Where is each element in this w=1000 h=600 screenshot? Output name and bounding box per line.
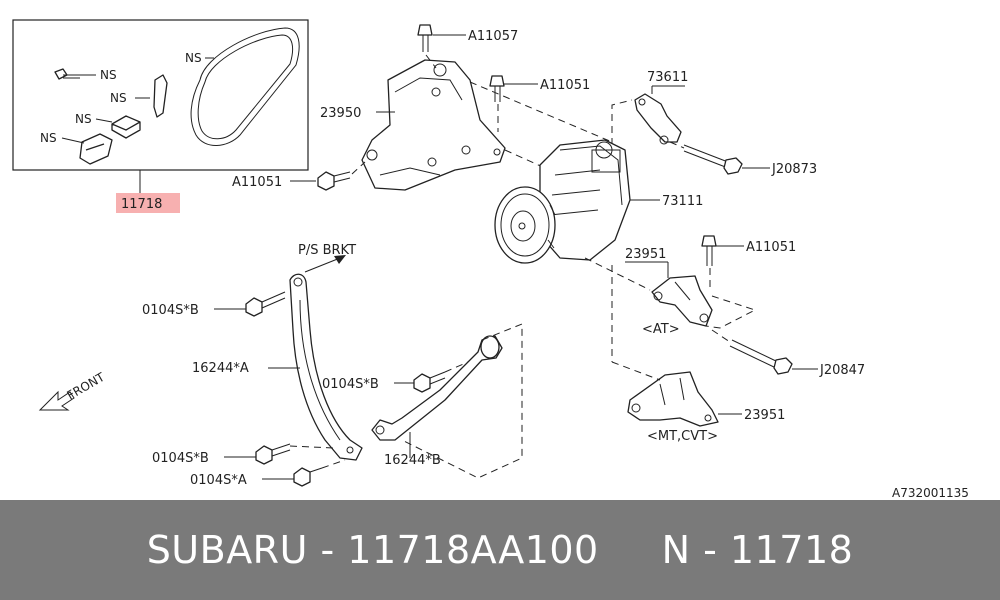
bolt-a11057-drawing: [417, 24, 433, 52]
bracket-23951-mt-drawing: [627, 371, 719, 427]
compressor-73111-label: 73111: [662, 194, 703, 209]
bracket-23950-label: 23950: [320, 106, 361, 121]
variant-at-label: <AT>: [642, 322, 680, 337]
bolt-0104sb-lower-drawing: [255, 443, 291, 465]
variant-mt-label: <MT,CVT>: [647, 429, 718, 444]
rod-16244a-label: 16244*A: [192, 361, 249, 376]
bracket-23950-drawing: [361, 59, 506, 191]
sensor-73611-label: 73611: [647, 70, 688, 85]
rod-16244b-drawing: [371, 335, 503, 441]
bolt-a11051-mid-label: A11051: [540, 78, 590, 93]
rod-16244a-drawing: [289, 273, 363, 461]
bracket-23951-at-drawing: [651, 275, 713, 327]
kit-ns-belt-label: NS: [185, 51, 202, 65]
bolt-a11051-mid-drawing: [489, 75, 505, 102]
rod-16244b-label: 16244*B: [384, 453, 441, 468]
kit-ns-spacer-label: NS: [75, 112, 92, 126]
bolt-a11051-at-drawing: [701, 235, 717, 266]
bolt-0104sb-top-label: 0104S*B: [142, 303, 199, 318]
front-label: FRONT: [65, 370, 108, 403]
bracket-23951-at-label: 23951: [625, 247, 666, 262]
kit-box: NS NS NS NS NS: [12, 19, 309, 171]
diagram-code: A732001135: [892, 486, 969, 500]
belt-drawing: [190, 27, 300, 146]
bolt-a11057-label: A11057: [468, 29, 518, 44]
parts-diagram: NS NS NS NS NS 11718 23: [12, 19, 969, 500]
bolt-j20873-drawing: [683, 144, 743, 175]
kit-clip-drawing: [153, 74, 168, 118]
ps-bracket-label: P/S BRKT: [298, 243, 356, 258]
kit-spacer-drawing: [111, 115, 141, 139]
bolt-0104sa-label: 0104S*A: [190, 473, 247, 488]
footer-text: SUBARU - 11718AA100 N - 11718: [146, 528, 854, 572]
bolt-j20847-drawing: [729, 339, 793, 375]
bolt-0104sb-lower-label: 0104S*B: [152, 451, 209, 466]
footer-banner: SUBARU - 11718AA100 N - 11718: [0, 500, 1000, 600]
kit-bolt-drawing: [54, 68, 80, 80]
bolt-0104sa-drawing: [293, 467, 323, 487]
bolt-j20847-label: J20847: [819, 363, 865, 378]
bolt-a11051-at-label: A11051: [746, 240, 796, 255]
bolt-a11051-left-drawing: [317, 171, 351, 191]
bracket-23951-mt-label: 23951: [744, 408, 785, 423]
kit-ns-clip-label: NS: [110, 91, 127, 105]
bolt-0104sb-mid-drawing: [413, 371, 446, 393]
kit-part-number: 11718: [121, 197, 162, 212]
compressor-73111-drawing: [494, 139, 631, 264]
sensor-73611-drawing: [634, 93, 682, 145]
kit-ns-clamp-label: NS: [40, 131, 57, 145]
kit-clamp-drawing: [79, 133, 113, 165]
bolt-0104sb-mid-label: 0104S*B: [322, 377, 379, 392]
bolt-j20873-label: J20873: [771, 162, 817, 177]
bolt-a11051-left-label: A11051: [232, 175, 282, 190]
kit-ns-bolt-label: NS: [100, 68, 117, 82]
front-indicator: FRONT: [38, 370, 108, 411]
bolt-0104sb-top-drawing: [245, 291, 286, 317]
ps-bracket-arrow: [334, 255, 346, 264]
kit-part-highlight: [116, 193, 180, 213]
